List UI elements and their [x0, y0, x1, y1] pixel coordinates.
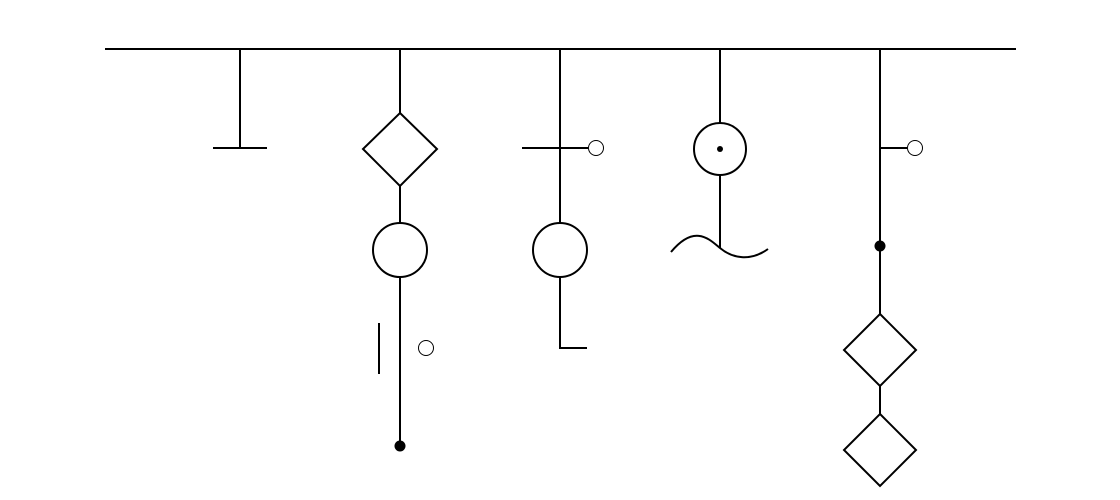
branch-5-diamond-lower: [842, 412, 918, 488]
branch-2-circle: [372, 222, 428, 278]
branch-5-diamond-upper: [842, 312, 918, 388]
branch-1: [213, 49, 267, 149]
branch-3: [522, 49, 604, 349]
branch-5-open-circle: [907, 140, 923, 156]
branch-2: [361, 49, 439, 452]
branch-2-diamond: [361, 111, 439, 188]
branch-3-open-circle: [588, 140, 604, 156]
branch-2-open-circle: [418, 340, 434, 356]
branch-2-end-dot: [394, 440, 406, 452]
branch-3-circle: [532, 222, 588, 278]
branch-5: [842, 49, 923, 488]
branch-4-wave: [670, 234, 769, 259]
branch-4: [670, 49, 769, 259]
branch-4-center-dot: [717, 146, 723, 152]
branch-3-elbow: [559, 277, 587, 349]
branch-5-junction-dot: [874, 240, 886, 252]
